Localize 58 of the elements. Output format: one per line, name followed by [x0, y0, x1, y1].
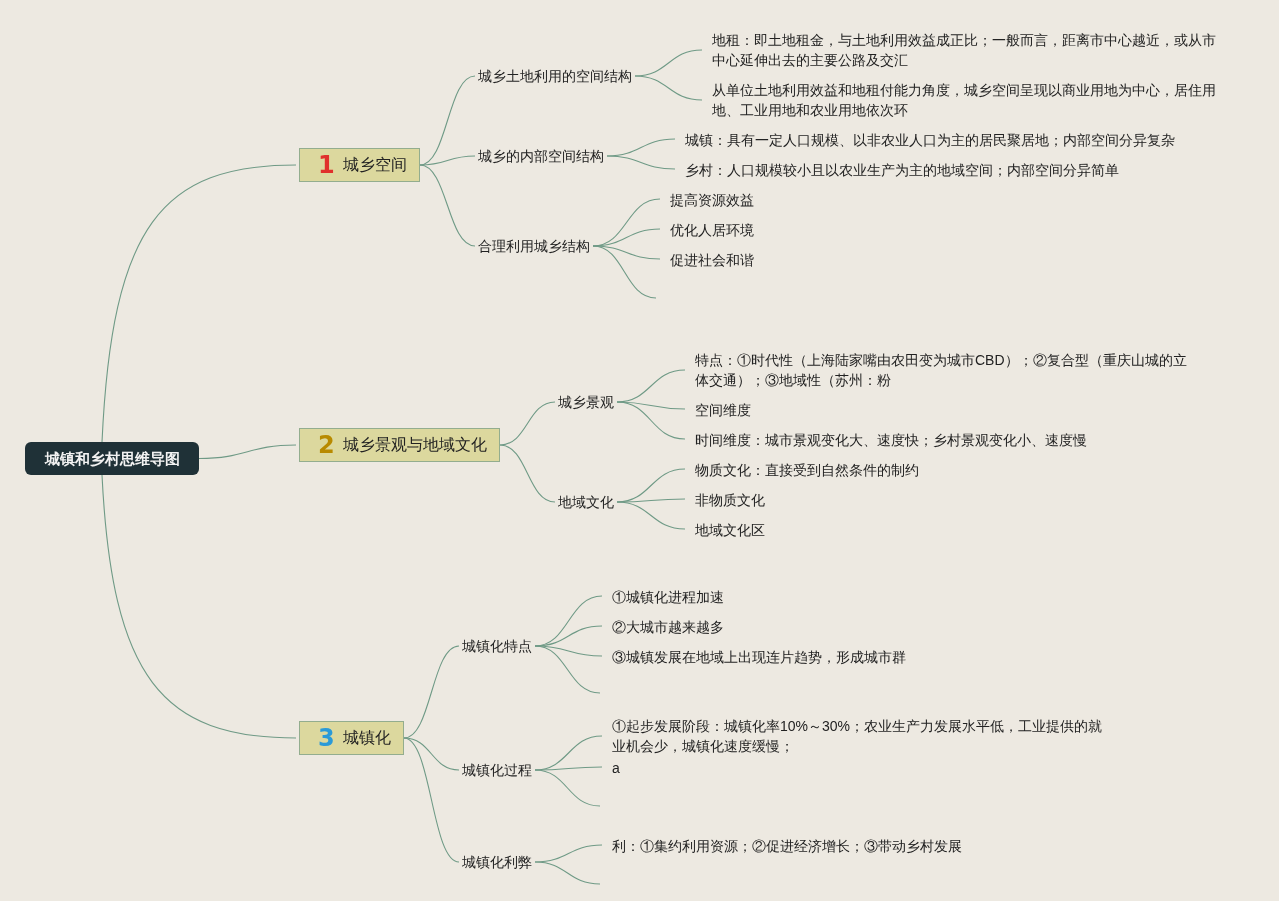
priority-number: 1	[318, 155, 335, 175]
connector-line	[534, 769, 601, 807]
topic-label: 城乡土地利用的空间结构	[478, 64, 653, 88]
subtopic-text: 空间维度	[695, 400, 775, 422]
connector-line	[616, 501, 686, 530]
connector-line	[419, 155, 476, 166]
subtopic-text: 特点：①时代性（上海陆家嘴由农田变为城市CBD）；②复合型（重庆山城的立体交通）；③地域性（苏州：粉	[695, 350, 1200, 394]
branch-title: 城乡空间	[342, 155, 407, 175]
topic-label: 城乡的内部空间结构	[478, 144, 628, 168]
topic-label: 地域文化	[558, 490, 638, 514]
subtopic-text: 地租：即土地租金，与土地利用效益成正比；一般而言，距离市中心越近，或从市中心延伸出去的主要公路及交汇	[712, 30, 1217, 74]
subtopic-text: 提高资源效益	[670, 190, 780, 212]
priority-number: 2	[318, 435, 335, 455]
topic-label: 城乡景观	[558, 390, 638, 414]
subtopic-text: 时间维度：城市景观变化大、速度快；乡村景观变化小、速度慢	[695, 430, 1115, 452]
root-box: 城镇和乡村思维导图	[25, 442, 199, 475]
connector-line	[403, 737, 460, 863]
subtopic-text: 非物质文化	[695, 490, 795, 512]
connector-line	[534, 861, 601, 885]
subtopic-text: 从单位土地利用效益和地租付能力角度，城乡空间呈现以商业用地为中心，居住用地、工业用地和农业用地依次环	[712, 80, 1217, 124]
connector-line	[616, 401, 686, 440]
subtopic-text: 地域文化区	[695, 520, 795, 542]
subtopic-text: a	[612, 758, 642, 780]
connector-line	[403, 737, 460, 771]
connector-line	[499, 401, 556, 446]
subtopic-text: 利：①集约利用资源；②促进经济增长；③带动乡村发展	[612, 836, 982, 858]
branch-box	[299, 721, 404, 755]
connector-line	[101, 474, 297, 739]
connector-line	[419, 164, 476, 247]
connector-line	[634, 75, 703, 101]
subtopic-text: 优化人居环境	[670, 220, 780, 242]
topic-label: 城镇化特点	[462, 634, 554, 658]
subtopic-text: ③城镇发展在地域上出现连片趋势，形成城市群	[612, 647, 922, 669]
subtopic-text: 物质文化：直接受到自然条件的制约	[695, 460, 945, 482]
branch-title: 城镇化	[342, 728, 391, 748]
subtopic-text: ②大城市越来越多	[612, 617, 752, 639]
connector-line	[101, 164, 297, 443]
connector-line	[198, 444, 297, 460]
branch-box	[299, 148, 420, 182]
connector-line	[499, 444, 556, 503]
branch-title: 城乡景观与地域文化	[342, 435, 487, 455]
subtopic-text: 乡村：人口规模较小且以农业生产为主的地域空间；内部空间分异简单	[685, 160, 1145, 182]
connector-line	[592, 245, 661, 260]
connector-line	[606, 155, 676, 170]
subtopic-text: 城镇：具有一定人口规模、以非农业人口为主的居民聚居地；内部空间分异复杂	[685, 130, 1205, 152]
priority-number: 3	[318, 728, 335, 748]
connector-line	[534, 645, 601, 694]
subtopic-text: ①城镇化进程加速	[612, 587, 752, 609]
subtopic-text: 促进社会和谐	[670, 250, 780, 272]
topic-label: 城镇化利弊	[462, 850, 554, 874]
branch-box	[299, 428, 500, 462]
connector-line	[403, 645, 460, 739]
connector-line	[616, 401, 686, 410]
connector-line	[534, 766, 603, 771]
topic-label: 城镇化过程	[462, 758, 554, 782]
connector-line	[534, 645, 603, 657]
connector-line	[592, 245, 657, 299]
topic-label: 合理利用城乡结构	[478, 234, 613, 258]
